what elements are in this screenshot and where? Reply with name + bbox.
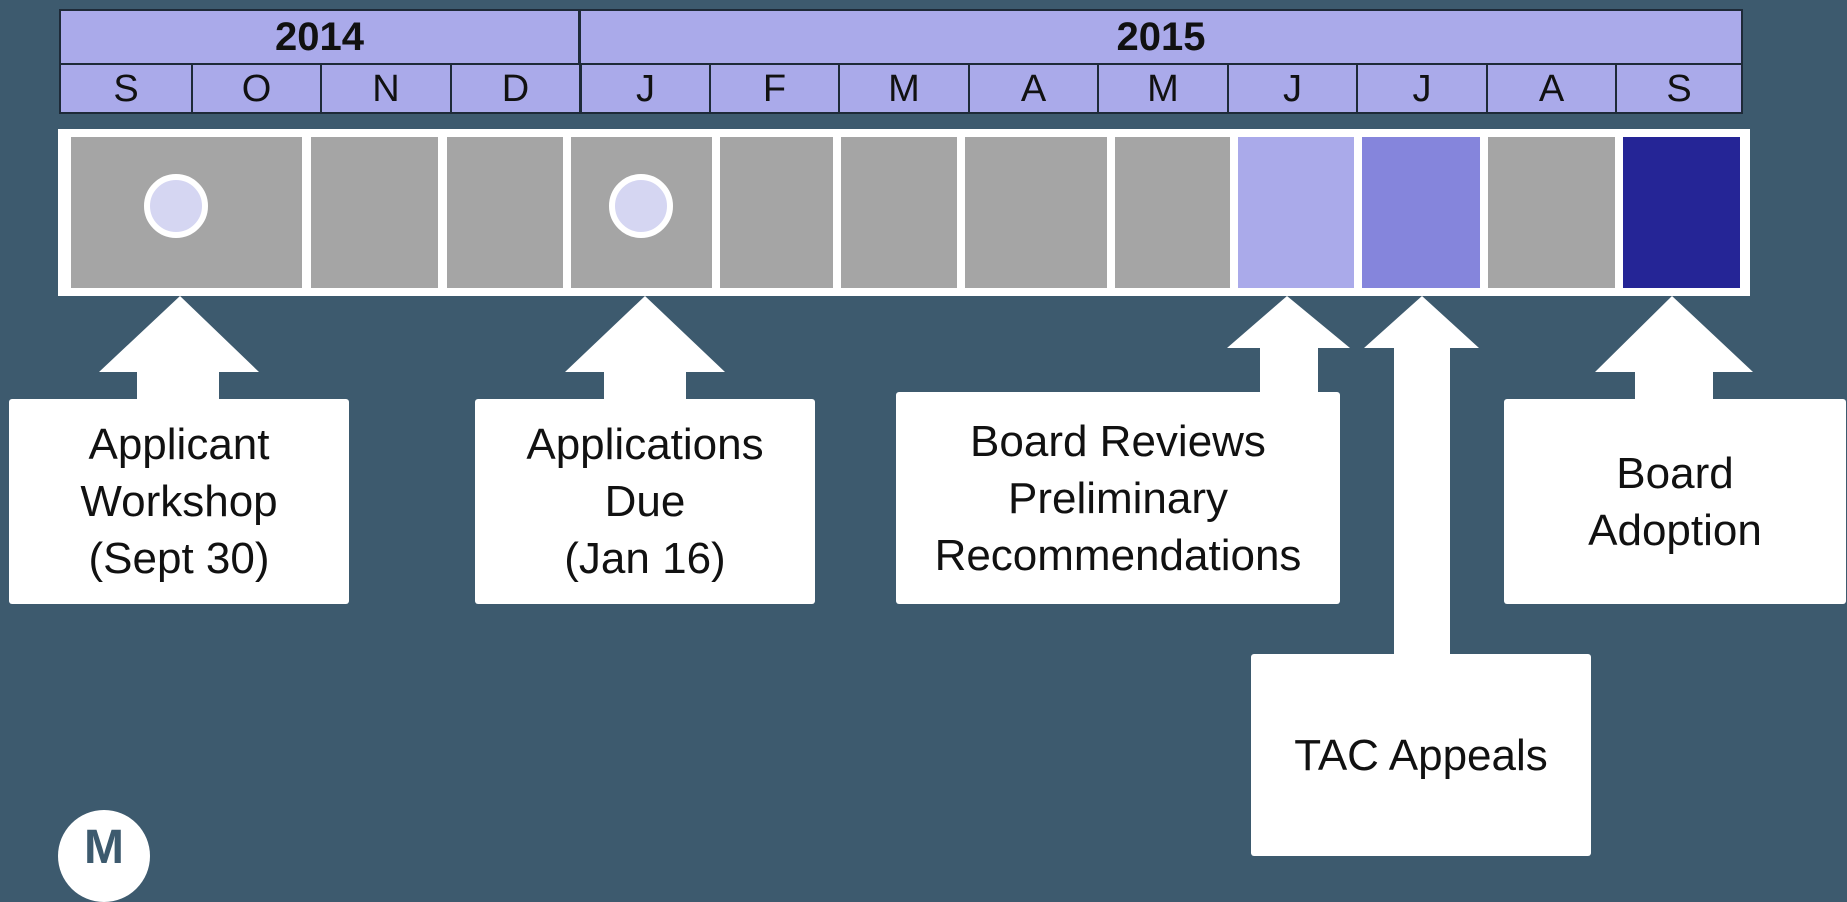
month-label: J [1356,65,1486,114]
month-label: D [450,65,579,114]
board-reviews-arrow [1227,296,1350,393]
applications-due-milestone-dot [609,174,673,238]
board-reviews-callout: Board Reviews Preliminary Recommendation… [896,392,1340,604]
workshop-milestone-dot [144,174,208,238]
callout-arrows [99,296,1753,660]
board-reviews-text: Board Reviews Preliminary Recommendation… [934,416,1302,580]
month-label: A [968,65,1097,114]
month-row: S O N D J F M A M J J A S [61,63,1741,116]
month-cell [189,137,302,288]
month-track [58,129,1750,296]
year-2015-label: 2015 [1116,14,1206,59]
month-label: M [838,65,968,114]
workshop-arrow [99,296,259,400]
tac-appeals-arrow [1364,296,1479,660]
month-label: A [1486,65,1615,114]
month-cell [1238,137,1354,288]
month-cell [720,137,833,288]
logo-letter: M [84,821,124,874]
applications-due-callout: Applications Due (Jan 16) [475,399,815,604]
board-adoption-arrow [1595,296,1753,400]
month-label: O [191,65,320,114]
month-label: M [1097,65,1227,114]
month-label: N [320,65,450,114]
board-adoption-callout: Board Adoption [1504,399,1846,604]
month-cell [311,137,438,288]
tac-appeals-text: TAC Appeals [1294,730,1548,780]
month-cell [1488,137,1615,288]
workshop-callout: Applicant Workshop (Sept 30) [9,399,349,604]
month-label: S [113,68,139,110]
month-cell [447,137,563,288]
year-2014-label: 2014 [61,11,581,63]
month-label: F [709,65,838,114]
month-cell [1362,137,1480,288]
month-label: J [579,65,709,114]
month-cell [965,137,1107,288]
metro-logo: M [58,810,150,902]
month-label: S [1615,65,1741,114]
month-cell [841,137,957,288]
month-label: J [1227,65,1356,114]
applications-arrow [565,296,725,400]
tac-appeals-callout: TAC Appeals [1251,654,1591,856]
applications-due-text: Applications Due (Jan 16) [526,420,764,583]
timeline-header: 2014 2015 S O N D J F M A M J J A S [59,9,1743,114]
month-cell [1623,137,1740,288]
month-cell [1115,137,1230,288]
board-adoption-text: Board Adoption [1588,448,1762,555]
workshop-text: Applicant Workshop (Sept 30) [80,420,278,583]
